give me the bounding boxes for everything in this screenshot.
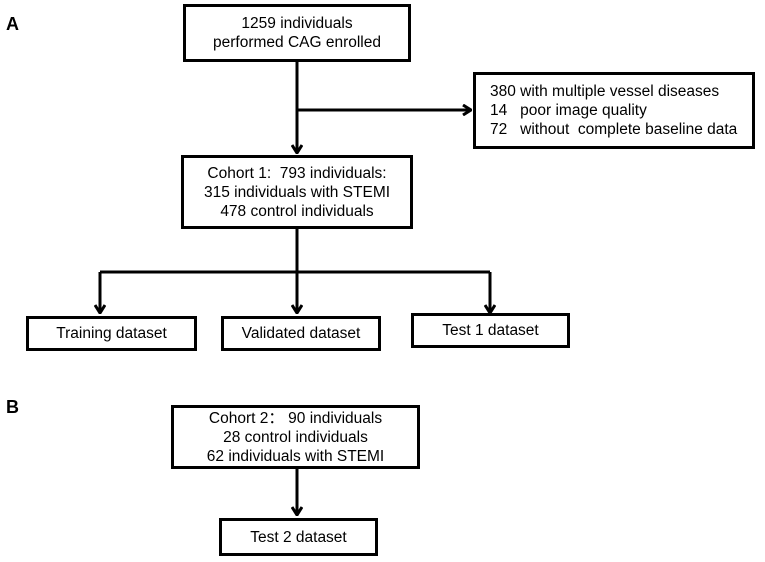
node-cohort2-line-3: 62 individuals with STEMI xyxy=(206,447,385,465)
node-cohort2: Cohort 2： 90 individuals 28 control indi… xyxy=(171,405,420,469)
panel-label-a: A xyxy=(6,14,19,34)
node-training-line-1: Training dataset xyxy=(56,325,167,342)
node-validated: Validated dataset xyxy=(221,316,381,351)
node-cohort2-line-1: Cohort 2： 90 individuals xyxy=(208,409,383,427)
node-enrolled-line-2: performed CAG enrolled xyxy=(213,34,381,51)
node-test1-line-1: Test 1 dataset xyxy=(442,322,539,339)
node-test1: Test 1 dataset xyxy=(411,313,570,348)
node-enrolled-line-1: 1259 individuals xyxy=(241,15,353,32)
node-excluded-line-3: 72 without complete baseline data xyxy=(490,121,738,138)
node-enrolled: 1259 individuals performed CAG enrolled xyxy=(183,4,411,62)
node-cohort1: Cohort 1: 793 individuals: 315 individua… xyxy=(181,155,413,229)
node-excluded: 380 with multiple vessel diseases 14 poo… xyxy=(473,72,755,149)
node-cohort1-line-1: Cohort 1: 793 individuals: xyxy=(207,164,387,182)
node-cohort1-line-3: 478 control individuals xyxy=(220,202,374,220)
panel-label-b: B xyxy=(6,397,19,417)
node-cohort1-line-2: 315 individuals with STEMI xyxy=(203,183,391,201)
node-test2: Test 2 dataset xyxy=(219,518,378,556)
node-cohort2-line-2: 28 control individuals xyxy=(223,428,368,446)
node-excluded-line-2: 14 poor image quality xyxy=(490,102,647,119)
node-excluded-line-1: 380 with multiple vessel diseases xyxy=(490,83,720,100)
node-validated-line-1: Validated dataset xyxy=(241,325,361,342)
node-training: Training dataset xyxy=(26,316,197,351)
node-test2-line-1: Test 2 dataset xyxy=(250,528,347,546)
